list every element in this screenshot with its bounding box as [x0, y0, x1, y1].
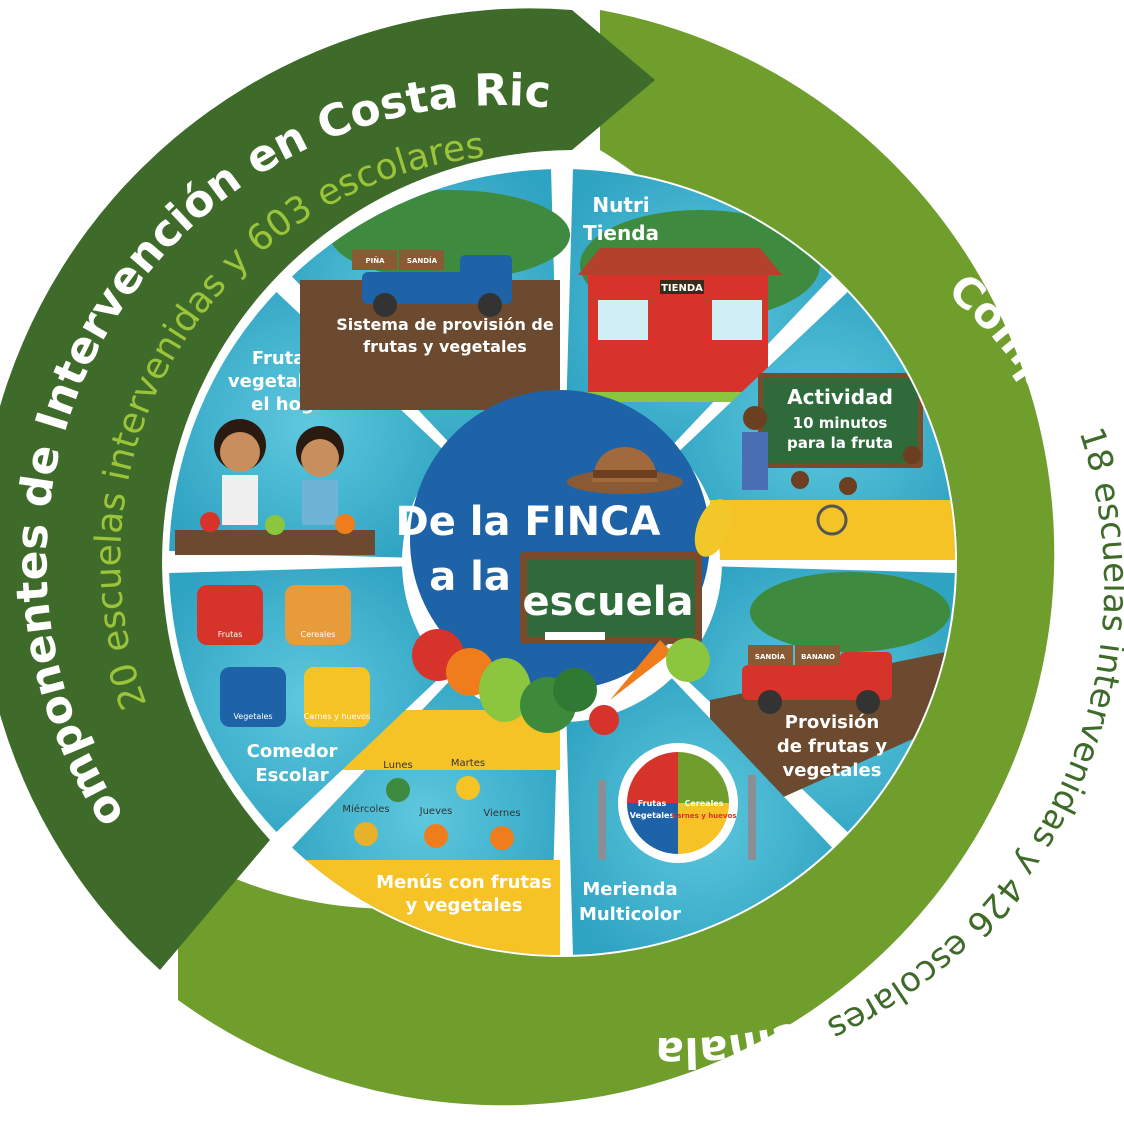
girl-body [222, 475, 258, 525]
segment-label: Tienda [583, 221, 659, 245]
chalkboard [520, 552, 702, 644]
segment-label: Sistema de provisión de [336, 315, 554, 334]
truck-wheel [758, 690, 782, 714]
teacher-head [743, 406, 767, 430]
costa-rica-ring [0, 8, 655, 970]
segment-label: y vegetales [406, 895, 523, 916]
hat-icon [567, 447, 683, 494]
segment-sistema-provision: PIÑA SANDÍA Sistema de provisión de frutas … [290, 169, 570, 446]
plate-vegetales [627, 803, 678, 854]
fruit [265, 515, 285, 535]
crate [399, 250, 444, 270]
store-window [598, 300, 648, 340]
produce-cluster-icon [412, 499, 732, 735]
fruit [335, 514, 355, 534]
plate-carnes [678, 803, 729, 854]
food-group-label: Frutas [218, 630, 243, 639]
truck-cab [460, 255, 512, 285]
segment-label: para la fruta [787, 434, 893, 452]
crate-label: BANANO [801, 653, 835, 661]
segment-label: Multicolor [579, 904, 681, 925]
menu-fruit-icon [490, 826, 514, 850]
food-group-tile [220, 667, 286, 727]
segment-label: 10 minutos [793, 414, 888, 432]
menu-fruit-icon [386, 778, 410, 802]
segment-label: de frutas y [777, 736, 888, 757]
crate-label: SANDÍA [407, 256, 438, 265]
child-head [839, 477, 857, 495]
segment-provision-frutas: SANDÍA BANANO Provisión de frutas y vegetale… [678, 566, 955, 834]
segment-label: vegetales [783, 760, 882, 781]
menu-day-label: Martes [451, 758, 485, 769]
truck-wheel [373, 293, 397, 317]
boy-body [302, 480, 338, 525]
plate-label: Carnes y huevos [672, 812, 737, 820]
truck-wheel [478, 293, 502, 317]
knife-icon [748, 775, 756, 860]
food-group-tile [285, 585, 351, 645]
crate [795, 645, 840, 665]
segment-label: Nutri [592, 193, 649, 217]
segment-label: Menús con frutas [376, 872, 552, 893]
store-window [712, 300, 762, 340]
segment-label: Actividad [787, 385, 893, 409]
plate-cereales [678, 752, 729, 803]
menu-fruit-icon [354, 822, 378, 846]
center-title-line3: escuela [523, 579, 694, 625]
hill [750, 572, 950, 652]
food-group-tile [304, 667, 370, 727]
store-sign-text: TIENDA [661, 283, 703, 294]
crate [352, 250, 397, 270]
boy-face [301, 439, 339, 477]
segment-label: Escolar [255, 765, 328, 786]
fork-icon [598, 780, 606, 860]
center-title-line1: De la FINCA [396, 499, 661, 545]
plate-label: Frutas [638, 799, 667, 808]
chalkboard [763, 378, 918, 463]
plate-frutas [627, 752, 678, 803]
menu-day-label: Jueves [419, 806, 453, 817]
food-group-label: Vegetales [233, 712, 272, 721]
menu-day-label: Miércoles [342, 803, 389, 815]
food-group-tile [197, 585, 263, 645]
segment-label: frutas y vegetales [363, 337, 527, 356]
crate [748, 645, 793, 665]
menu-fruit-icon [424, 824, 448, 848]
menu-day-label: Lunes [383, 760, 412, 771]
fruit [200, 512, 220, 532]
crate-label: SANDÍA [755, 652, 786, 661]
menu-day-label: Viernes [483, 808, 520, 819]
teacher-body [742, 432, 768, 490]
ground [570, 392, 800, 402]
menu-fruit-icon [456, 776, 480, 800]
crate-label: PIÑA [365, 256, 385, 265]
food-group-label: Cereales [301, 630, 336, 639]
truck-cab [840, 652, 892, 677]
plate-label: Vegetales [630, 811, 675, 820]
child-head [903, 446, 921, 464]
food-group-label: Carnes y huevos [304, 712, 370, 721]
store-sign [660, 280, 704, 294]
store-roof [578, 248, 782, 275]
segment-actividad-10-minutos: Actividad 10 minutos para la fruta [678, 290, 955, 560]
segment-label: Merienda [582, 879, 677, 900]
segment-label: Comedor [247, 741, 338, 762]
plate-label: Cereales [685, 799, 724, 808]
center-title-line2: a la [429, 554, 511, 600]
girl-face [220, 432, 260, 472]
floor [710, 500, 955, 560]
child-head [791, 471, 809, 489]
truck-wheel [856, 690, 880, 714]
wheelchair [816, 504, 848, 536]
segment-label: Provisión [785, 712, 879, 733]
